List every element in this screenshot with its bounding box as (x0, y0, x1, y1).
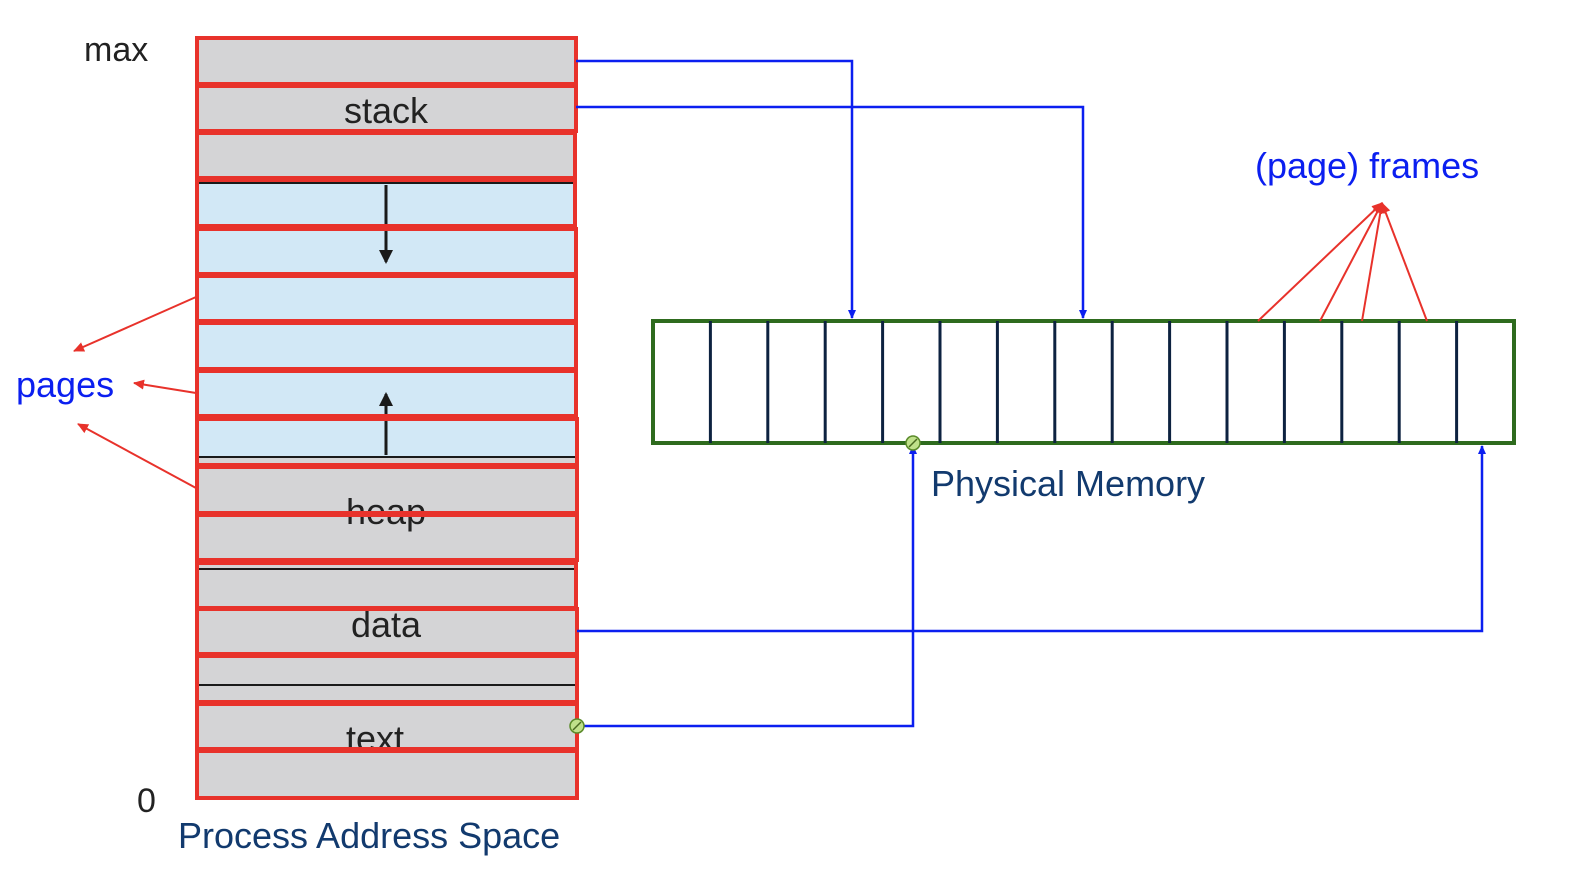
page (195, 369, 578, 418)
mapping-arrow-stack-page (576, 105, 1087, 319)
frames-pointer-arrow (1380, 202, 1428, 322)
frame-dividers (708, 321, 1459, 443)
pages-pointer-arrow (73, 296, 197, 352)
pages-pointer-arrow (133, 379, 197, 394)
pages-pointer-arrow (77, 423, 197, 489)
physical-memory-title: Physical Memory (931, 463, 1205, 504)
mapping-arrow-data-page (577, 445, 1486, 633)
connector-handle (569, 718, 585, 734)
mapping-arrow-text-page (577, 445, 917, 728)
page (195, 178, 577, 228)
pages-label: pages (16, 364, 114, 405)
address-space-title: Process Address Space (178, 815, 560, 856)
address-space-column: stack heap data text max 0 Process Addre… (84, 31, 579, 856)
frames-label: (page) frames (1255, 145, 1479, 186)
page (195, 749, 579, 800)
mapping-arrow-top-page (576, 59, 856, 319)
physical-memory-box (651, 319, 1516, 445)
frames-pointer-arrow (1361, 202, 1386, 322)
stack-label: stack (344, 90, 429, 131)
frames-annotation: (page) frames (1255, 145, 1479, 322)
zero-address-label: 0 (137, 782, 156, 820)
max-address-label: max (84, 31, 148, 69)
data-region (199, 569, 575, 685)
stack-region (199, 40, 575, 183)
mapping-arrows (576, 59, 1486, 728)
frames-pointer-arrow (1319, 202, 1383, 322)
connector-handle (905, 435, 921, 451)
pages-annotation: pages (16, 296, 197, 489)
page (195, 513, 579, 562)
frames-pointer-arrow (1257, 202, 1383, 322)
physical-memory: Physical Memory (651, 319, 1516, 504)
